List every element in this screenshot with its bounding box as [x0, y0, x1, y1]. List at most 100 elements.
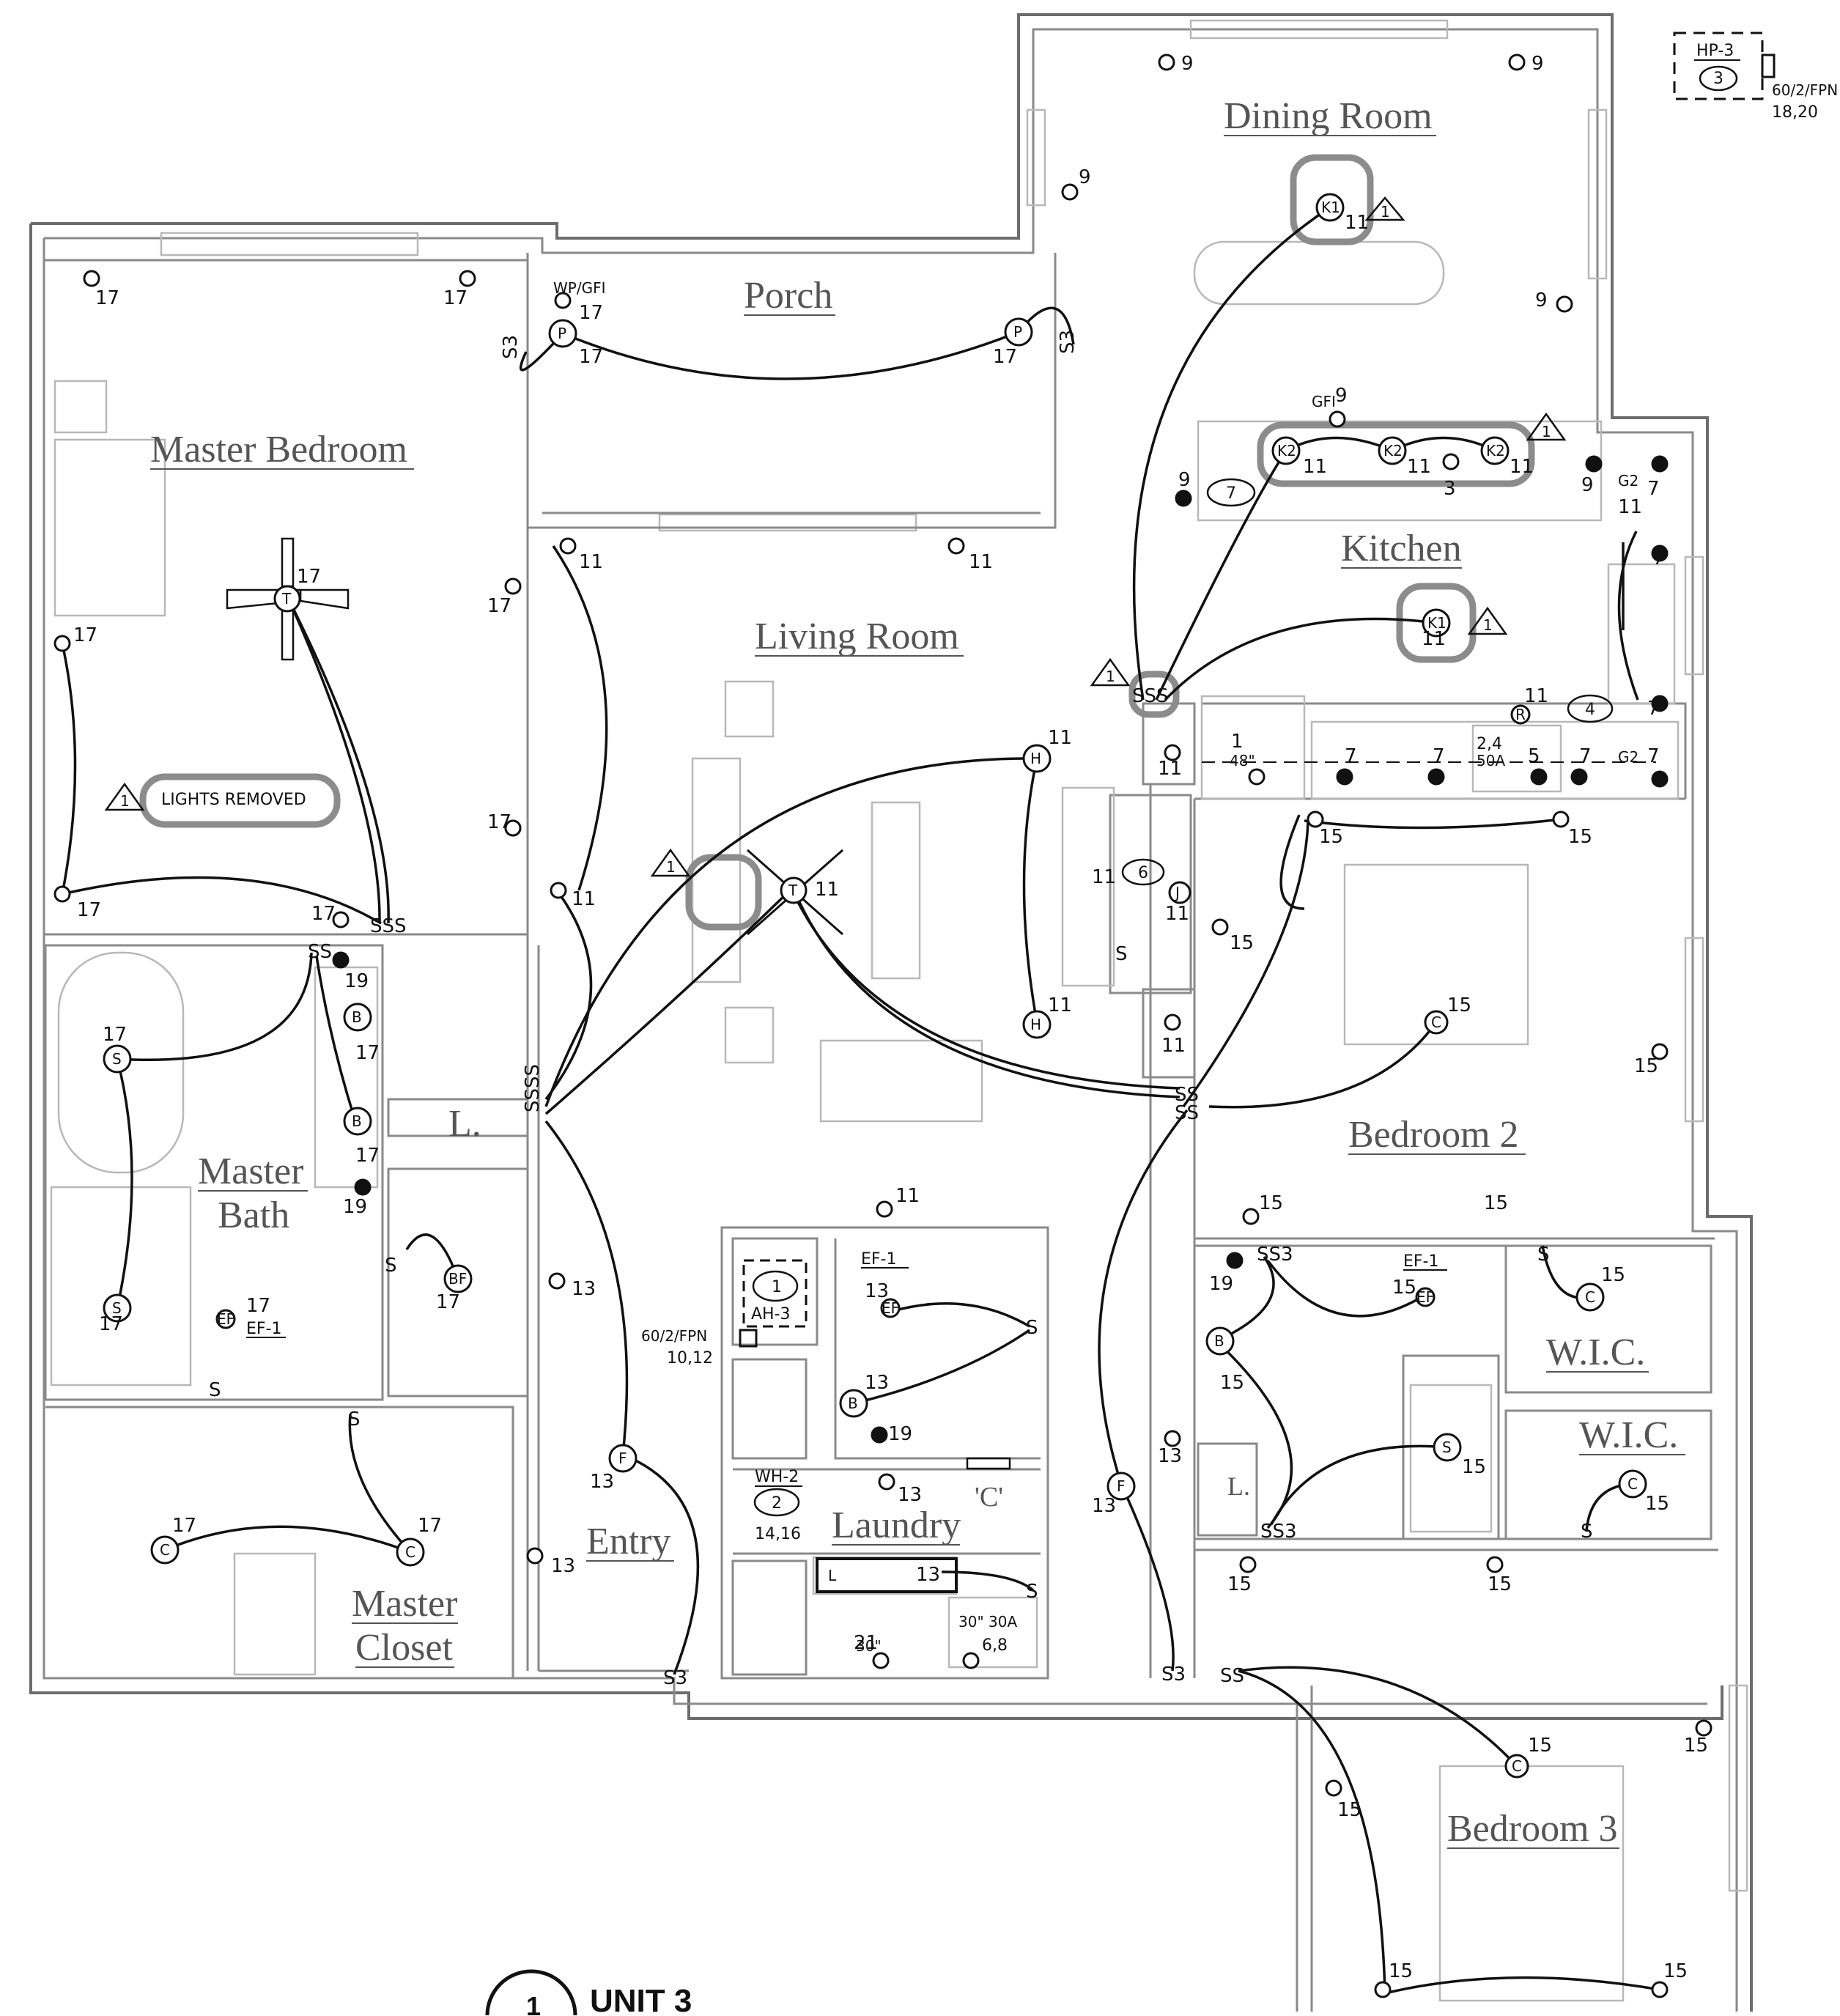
svg-text:C: C	[405, 1543, 415, 1561]
svg-text:1: 1	[1106, 668, 1115, 685]
fixture-bed2: C	[1424, 1010, 1449, 1035]
laundry-light: L	[816, 1557, 958, 1593]
svg-text:17: 17	[487, 595, 511, 617]
fixture-bath2-b: B	[1205, 1326, 1235, 1356]
svg-text:AH-3: AH-3	[751, 1305, 791, 1323]
svg-text:S3: S3	[500, 335, 522, 359]
junction-box: J	[1168, 881, 1191, 904]
svg-text:11: 11	[1048, 994, 1072, 1016]
svg-text:P: P	[558, 325, 566, 342]
svg-text:11: 11	[572, 888, 596, 910]
fixture-k2-b: K2	[1378, 436, 1407, 465]
svg-text:17: 17	[311, 903, 336, 925]
svg-text:60/2/FPN: 60/2/FPN	[1772, 81, 1838, 99]
svg-text:13: 13	[572, 1278, 596, 1300]
room-labels: Dining Room Porch Master Bedroom Kitchen…	[150, 95, 1685, 1850]
svg-text:C: C	[1512, 1757, 1522, 1775]
svg-text:K2: K2	[1383, 442, 1403, 459]
svg-text:EF: EF	[217, 1310, 234, 1328]
svg-text:19: 19	[343, 1196, 367, 1218]
svg-text:C: C	[1627, 1475, 1638, 1493]
svg-text:EF: EF	[1416, 1288, 1434, 1306]
svg-text:30": 30"	[856, 1637, 882, 1655]
svg-text:7: 7	[1647, 698, 1660, 720]
svg-text:15: 15	[1447, 994, 1471, 1016]
svg-text:SS: SS	[1220, 1665, 1244, 1687]
svg-text:9: 9	[1532, 53, 1544, 75]
svg-text:11: 11	[1303, 456, 1327, 478]
fixture-wic-b: C	[1618, 1469, 1647, 1499]
svg-text:WP/GFI: WP/GFI	[553, 279, 605, 297]
svg-text:11: 11	[579, 551, 603, 573]
fixture-ef-laundry: EF	[880, 1298, 901, 1318]
svg-text:17: 17	[172, 1515, 196, 1537]
svg-text:13: 13	[865, 1372, 889, 1394]
svg-text:13: 13	[1092, 1495, 1116, 1517]
svg-text:15: 15	[1259, 1192, 1283, 1214]
svg-text:15: 15	[1488, 1573, 1512, 1595]
svg-text:SS3: SS3	[1260, 1521, 1297, 1543]
svg-text:4: 4	[1585, 701, 1595, 719]
svg-text:S: S	[1026, 1317, 1038, 1339]
svg-text:17: 17	[355, 1042, 380, 1064]
svg-text:5: 5	[1528, 745, 1540, 767]
room-master-closet-1: Master	[352, 1583, 457, 1625]
svg-text:SS3: SS3	[1257, 1244, 1293, 1266]
svg-text:1: 1	[1542, 423, 1551, 440]
room-master-bath-2: Bath	[218, 1195, 289, 1236]
svg-text:L: L	[828, 1567, 837, 1584]
svg-text:HP-3: HP-3	[1696, 42, 1734, 60]
room-laundry: Laundry	[832, 1504, 961, 1546]
svg-text:13: 13	[898, 1484, 922, 1506]
svg-text:11: 11	[1161, 1035, 1186, 1057]
svg-text:EF-1: EF-1	[246, 1320, 282, 1338]
fan-living-room: T	[747, 849, 843, 936]
svg-text:17: 17	[443, 287, 468, 309]
svg-text:17: 17	[73, 624, 97, 646]
room-bedroom-3: Bedroom 3	[1447, 1808, 1618, 1850]
svg-text:11: 11	[1407, 456, 1431, 478]
room-master-closet-2: Closet	[355, 1627, 453, 1669]
svg-text:GFI: GFI	[1312, 393, 1336, 410]
svg-text:9: 9	[1181, 53, 1194, 75]
svg-text:7: 7	[1433, 745, 1445, 767]
svg-text:17: 17	[77, 899, 101, 921]
svg-text:SSSS: SSSS	[522, 1064, 544, 1112]
fixture-k1-dining: K1	[1315, 193, 1345, 222]
svg-text:1: 1	[120, 792, 130, 810]
svg-text:SSS: SSS	[1132, 685, 1169, 707]
walls	[29, 13, 1753, 2012]
svg-text:EF-1: EF-1	[1403, 1252, 1439, 1271]
revision-triangles: 1 1 1 1 1 1	[104, 196, 1567, 877]
svg-text:S: S	[1115, 943, 1128, 965]
svg-text:2,4: 2,4	[1477, 735, 1502, 753]
svg-text:18,20: 18,20	[1772, 103, 1818, 122]
svg-text:B: B	[352, 1112, 362, 1130]
svg-text:9: 9	[1335, 385, 1348, 407]
svg-text:7: 7	[1647, 745, 1660, 767]
svg-text:7: 7	[1579, 745, 1592, 767]
fixture-k2-a: K2	[1271, 436, 1301, 465]
svg-text:J: J	[1174, 884, 1180, 901]
svg-text:11: 11	[1165, 903, 1189, 925]
equipment-wh2: WH-2 2 14,16	[753, 1468, 802, 1543]
fixture-shower-b: S	[103, 1293, 132, 1323]
room-kitchen: Kitchen	[1341, 528, 1462, 569]
svg-text:19: 19	[1209, 1273, 1233, 1295]
svg-text:S3: S3	[1057, 330, 1079, 354]
svg-text:S: S	[112, 1299, 122, 1317]
room-linen: L.	[448, 1103, 481, 1145]
svg-text:11: 11	[1158, 758, 1182, 780]
lights-removed-note: LIGHTS REMOVED	[161, 791, 306, 809]
fixture-hall-b: H	[1022, 1010, 1052, 1039]
svg-text:6: 6	[1138, 864, 1148, 882]
fixture-bed3: C	[1504, 1754, 1529, 1779]
svg-text:T: T	[788, 882, 798, 899]
room-master-bath-1: Master	[198, 1151, 303, 1192]
circuit-homeruns	[61, 206, 1660, 1995]
svg-text:17: 17	[99, 1313, 123, 1335]
svg-text:1: 1	[666, 858, 676, 876]
svg-text:15: 15	[1319, 826, 1343, 848]
svg-text:1: 1	[772, 1278, 782, 1296]
equipment-ah3: 1 AH-3 60/2/FPN 10,12	[641, 1259, 808, 1367]
